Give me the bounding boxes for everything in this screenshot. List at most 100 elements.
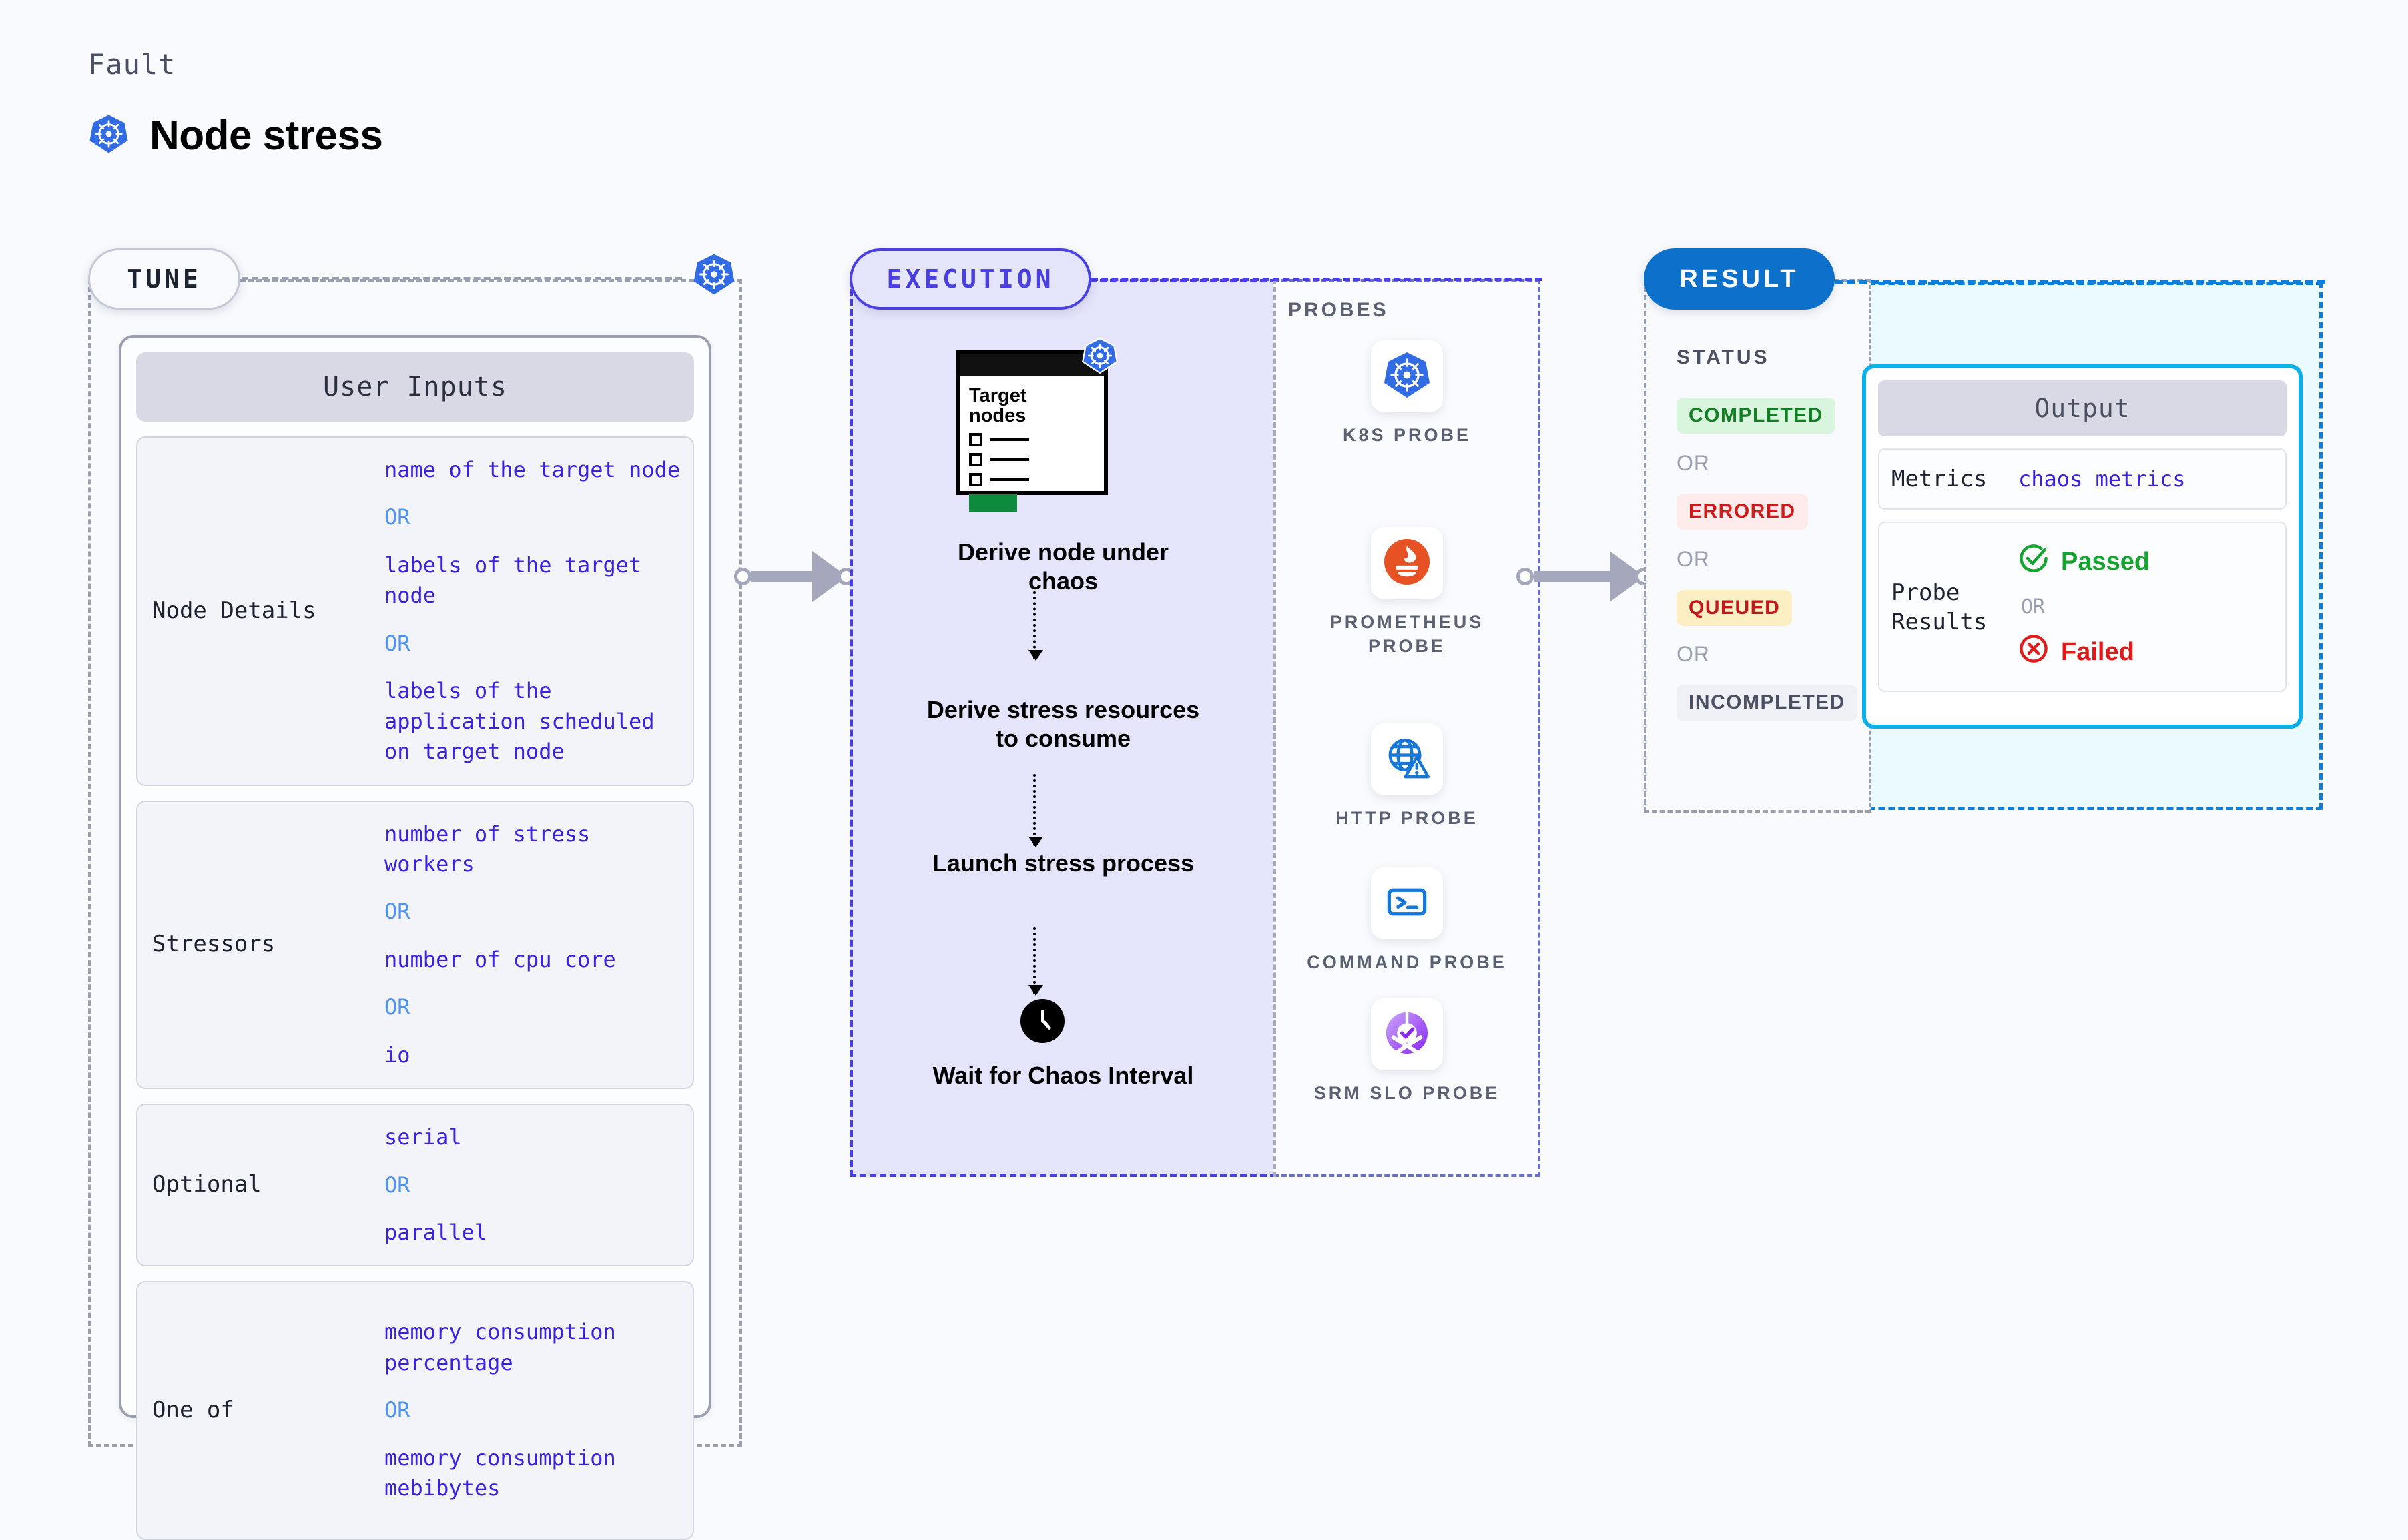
user-inputs-card: User Inputs Node Details name of the tar…: [119, 335, 711, 1540]
placeholder-line: [990, 438, 1029, 441]
output-row-metrics[interactable]: Metrics chaos metrics: [1878, 448, 2287, 510]
probes-label: PROBES: [1288, 299, 1389, 321]
verdict-failed: Failed: [2018, 633, 2273, 671]
execution-step-1: Derive node under chaos: [957, 538, 1169, 595]
input-row-node-details[interactable]: Node Details name of the target node OR …: [136, 436, 694, 786]
kubernetes-icon: [88, 113, 129, 158]
checkbox-icon: [969, 432, 982, 446]
input-value: memory consumption mebibytes: [384, 1445, 616, 1501]
output-card: Output Metrics chaos metrics Probe Resul…: [1862, 364, 2303, 729]
execution-panel-tag[interactable]: EXECUTION: [850, 248, 1091, 310]
output-metrics-label: Metrics: [1891, 466, 1988, 492]
execution-step-3: Launch stress process: [932, 849, 1195, 877]
execution-arrow-3: [1028, 927, 1043, 996]
input-or-separator: OR: [384, 994, 410, 1020]
page-title: Node stress: [149, 113, 383, 159]
verdict-or-separator: OR: [2021, 595, 2046, 619]
input-or-separator: OR: [384, 1172, 410, 1198]
execution-step-4: Wait for Chaos Interval: [932, 1062, 1194, 1089]
input-value: parallel: [384, 1220, 488, 1245]
input-row-one-of[interactable]: One of memory consumption percentage OR …: [136, 1281, 694, 1540]
input-row-values: memory consumption percentage OR memory …: [384, 1317, 683, 1503]
fault-eyebrow-label: Fault: [88, 48, 176, 81]
status-label: STATUS: [1677, 346, 1770, 368]
input-value: labels of the application scheduled on t…: [384, 678, 655, 765]
status-bar-green: [969, 494, 1017, 512]
input-row-values: name of the target node OR labels of the…: [384, 455, 683, 767]
output-probe-results-values: Passed OR Failed: [2018, 543, 2273, 671]
status-or-separator: OR: [1677, 451, 1710, 475]
probe-label: SRM SLO PROBE: [1313, 1083, 1500, 1103]
probes-panel-divider: [1273, 279, 1276, 1177]
verdict-passed-label: Passed: [2061, 547, 2150, 576]
kubernetes-icon: [692, 252, 736, 300]
input-row-label: One of: [152, 1397, 234, 1424]
prometheus-icon: [1382, 537, 1432, 590]
fault-title-row: Node stress: [88, 112, 383, 159]
target-card-title-line2: nodes: [969, 405, 1026, 427]
probe-tile: [1371, 998, 1443, 1070]
execution-arrow-2: [1028, 774, 1043, 847]
target-card-titlebar: [960, 354, 1104, 376]
status-or-separator: OR: [1677, 547, 1710, 571]
input-value: number of stress workers: [384, 821, 591, 877]
placeholder-line: [990, 458, 1029, 461]
target-card-title-line1: Target: [969, 385, 1027, 406]
probe-tile: [1371, 867, 1443, 939]
probe-item-prometheus[interactable]: PROMETHEUS PROBE: [1307, 527, 1507, 659]
probe-item-http[interactable]: HTTP PROBE: [1307, 723, 1507, 830]
input-row-label: Stressors: [152, 930, 276, 957]
srm-slo-icon: [1382, 1008, 1432, 1061]
connector-dot: [1516, 568, 1534, 585]
target-node-row: [969, 452, 1096, 466]
status-badge-incompleted: INCOMPLETED: [1677, 685, 1857, 721]
input-row-optional[interactable]: Optional serial OR parallel: [136, 1104, 694, 1267]
input-row-label: Optional: [152, 1171, 262, 1198]
verdict-passed: Passed: [2018, 543, 2273, 581]
probe-label: PROMETHEUS PROBE: [1329, 612, 1484, 657]
probe-tile: [1371, 723, 1443, 795]
target-card-title: Target nodes: [969, 386, 1096, 426]
execution-step-2: Derive stress resources to consume: [926, 696, 1200, 753]
result-connector-line: [1835, 280, 2325, 284]
status-badge-errored: ERRORED: [1677, 494, 1808, 530]
input-or-separator: OR: [384, 504, 410, 530]
output-metrics-values: chaos metrics: [2018, 466, 2273, 492]
output-probe-results-label: Probe Results: [1891, 579, 1988, 635]
input-value: number of cpu core: [384, 946, 616, 972]
execution-arrow-1: [1028, 591, 1043, 661]
connector-execution-to-result: [1516, 551, 1652, 602]
connector-bar: [1534, 571, 1612, 582]
input-or-separator: OR: [384, 1397, 410, 1423]
probe-item-k8s[interactable]: K8S PROBE: [1307, 340, 1507, 447]
target-node-row: [969, 472, 1096, 486]
input-value: name of the target node: [384, 457, 681, 482]
input-row-stressors[interactable]: Stressors number of stress workers OR nu…: [136, 800, 694, 1090]
output-metrics-value: chaos metrics: [2018, 466, 2186, 492]
probe-item-command[interactable]: COMMAND PROBE: [1307, 867, 1507, 974]
input-or-separator: OR: [384, 899, 410, 925]
probe-label: K8S PROBE: [1342, 425, 1472, 445]
checkbox-icon: [969, 472, 982, 486]
probe-label: HTTP PROBE: [1335, 808, 1478, 828]
target-nodes-card: Target nodes: [956, 350, 1108, 512]
probe-label: COMMAND PROBE: [1307, 952, 1507, 972]
kubernetes-icon: [1081, 337, 1119, 378]
result-panel-tag[interactable]: RESULT: [1644, 248, 1835, 310]
result-status-panel: [1644, 279, 1871, 813]
input-row-values: number of stress workers OR number of cp…: [384, 819, 683, 1071]
output-row-probe-results[interactable]: Probe Results Passed OR: [1878, 522, 2287, 693]
tune-panel-tag[interactable]: TUNE: [88, 248, 240, 310]
status-or-separator: OR: [1677, 642, 1710, 666]
terminal-icon: [1382, 877, 1432, 930]
input-row-values: serial OR parallel: [384, 1122, 683, 1248]
execution-connector-line: [1091, 278, 1542, 281]
user-inputs-title: User Inputs: [136, 352, 694, 422]
probe-item-srm-slo[interactable]: SRM SLO PROBE: [1307, 998, 1507, 1105]
status-badge-queued: QUEUED: [1677, 590, 1793, 626]
tune-connector-line: [242, 277, 682, 280]
placeholder-line: [990, 478, 1029, 481]
clock-icon: [1020, 999, 1065, 1043]
check-circle-icon: [2018, 543, 2049, 581]
input-value: memory consumption percentage: [384, 1319, 616, 1375]
